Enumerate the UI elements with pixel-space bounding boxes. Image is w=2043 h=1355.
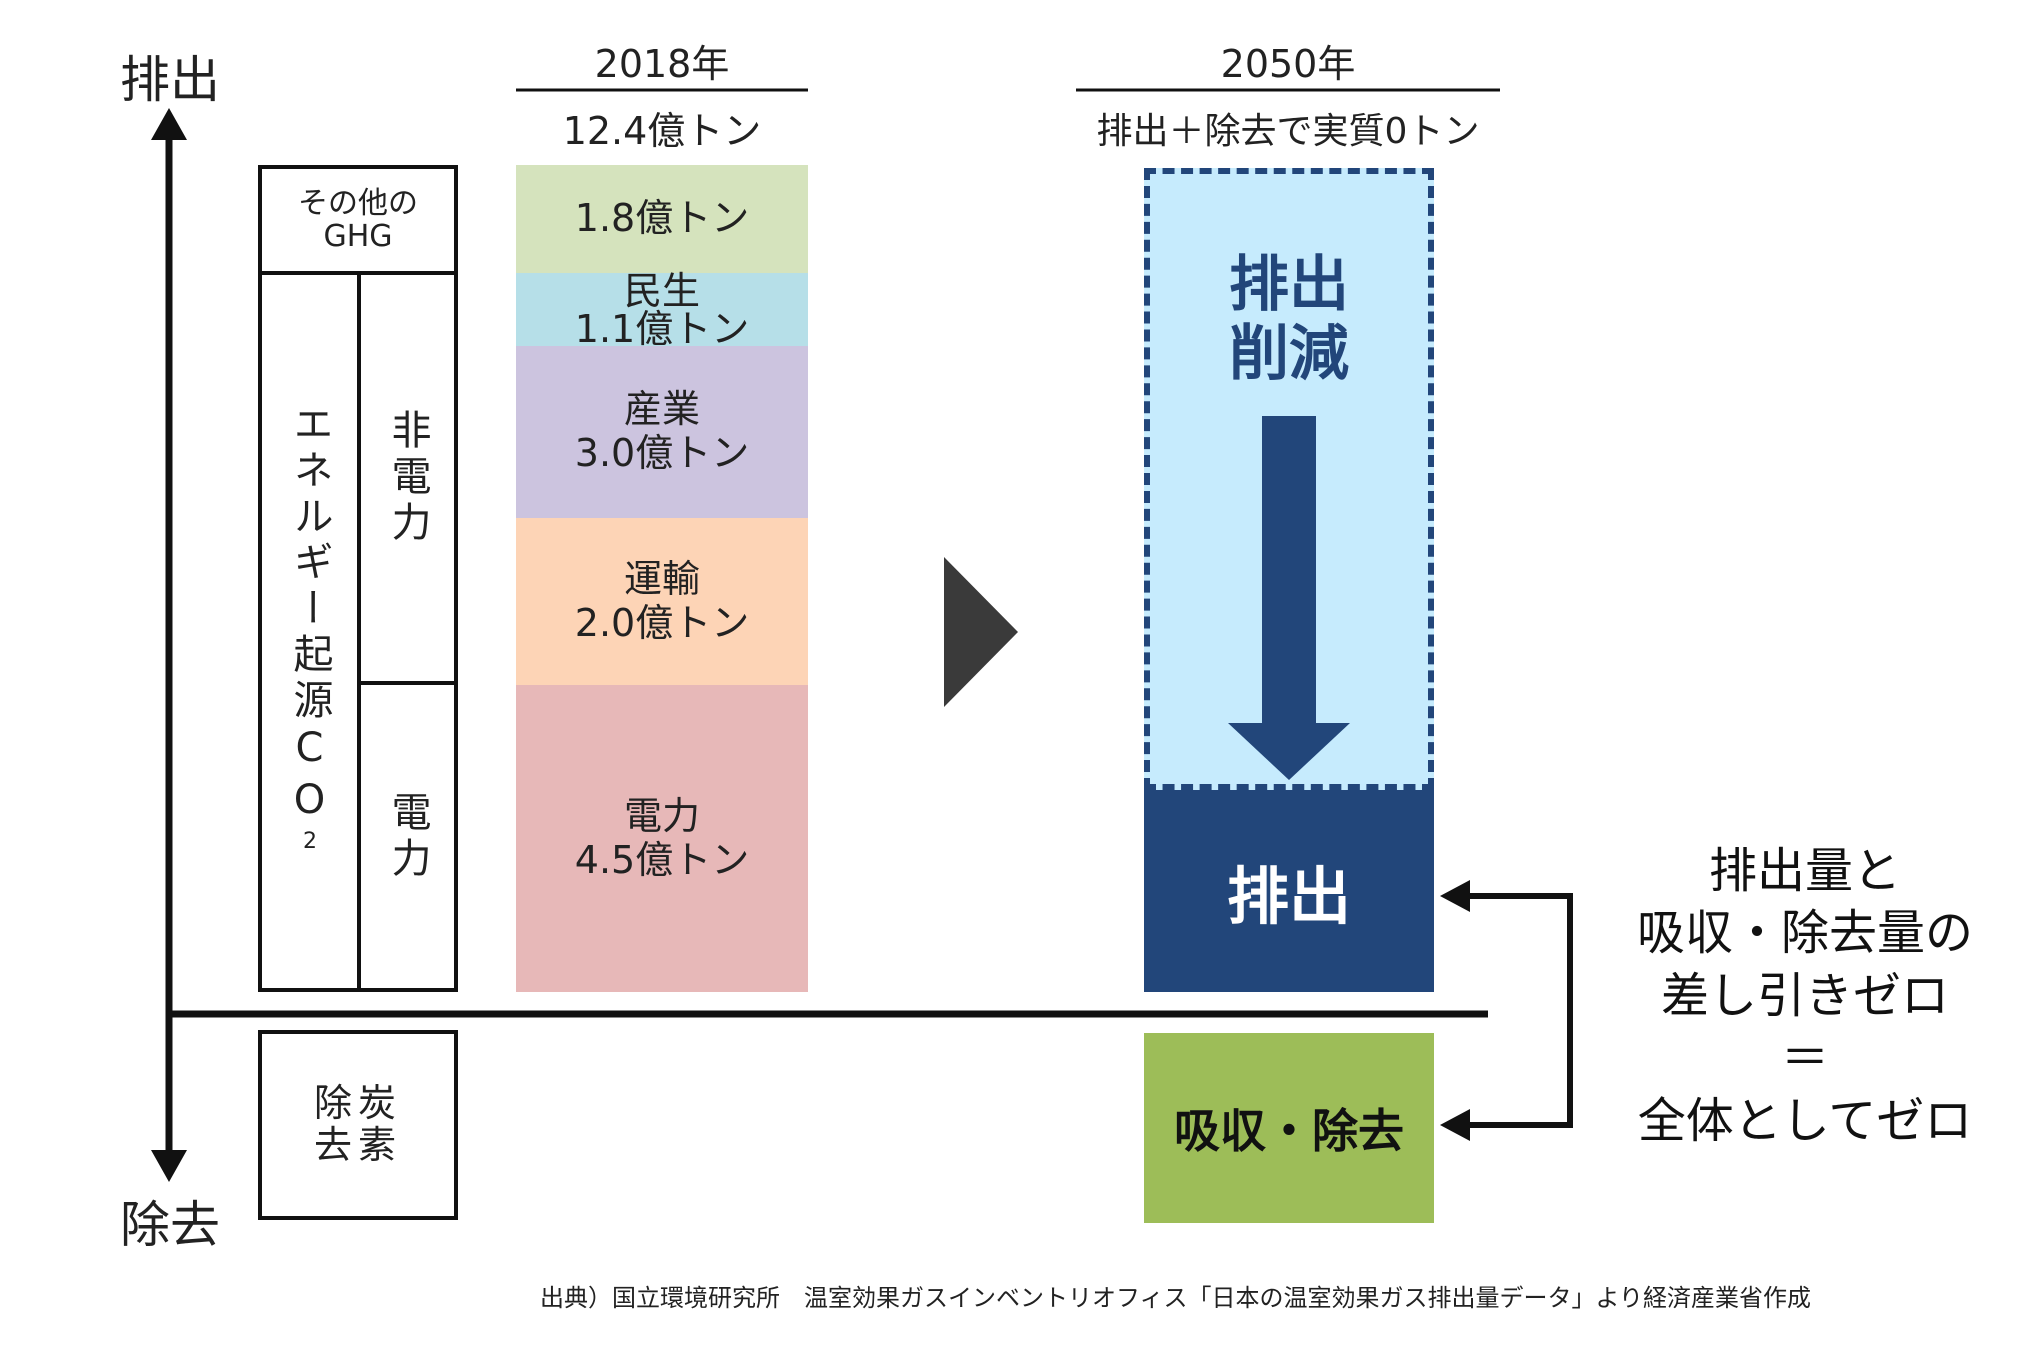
axis-top-label: 排出 [120, 51, 220, 109]
bracket-connector [1463, 893, 1573, 1128]
removal-box: 吸収・除去 [1144, 1033, 1434, 1223]
category-power: 電力 [357, 681, 458, 992]
transition-triangle-icon [944, 557, 1018, 707]
total-2018: 12.4億トン [562, 109, 762, 153]
subtitle-2050: 排出＋除去で実質0トン [1096, 110, 1480, 152]
emission-box: 排出 [1144, 790, 1434, 992]
energy-co2-label: エネルギー起源CO [286, 403, 333, 829]
energy-co2-label-wrap: エネルギー起源CO2 [281, 403, 339, 860]
power-label: 電力 [384, 790, 431, 883]
segment-other-ghg-label: 1.8億トン [574, 196, 750, 241]
axis-down-arrow [151, 1150, 187, 1182]
axis-up-arrow [151, 108, 187, 140]
source-note: 出典）国立環境研究所 温室効果ガスインベントリオフィス「日本の温室効果ガス排出量… [540, 1284, 1812, 1312]
segment-transport-label: 運輸 2.0億トン [574, 556, 750, 645]
bracket-arrow-bottom-icon [1440, 1109, 1470, 1141]
category-non-power: 非電力 [357, 271, 458, 685]
reduction-label: 排出 削減 [1229, 250, 1349, 389]
segment-power-label: 電力 4.5億トン [574, 793, 750, 882]
energy-co2-subscript: 2 [297, 829, 323, 860]
segment-residential-label: 民生 1.1億トン [574, 268, 750, 351]
title-2018: 2018年 [594, 41, 730, 86]
segment-power: 電力 4.5億トン [516, 685, 808, 992]
title-2050: 2050年 [1220, 41, 1356, 86]
category-energy-co2: エネルギー起源CO2 [258, 271, 361, 992]
segment-transport: 運輸 2.0億トン [516, 518, 808, 685]
segment-industry-label: 産業 3.0億トン [574, 387, 750, 475]
reduction-arrow-shaft [1262, 416, 1316, 726]
segment-industry: 産業 3.0億トン [516, 346, 808, 518]
segment-residential: 民生 1.1億トン [516, 268, 808, 351]
reduction-arrow-head-icon [1228, 723, 1350, 780]
segment-other-ghg: 1.8億トン [516, 165, 808, 273]
category-other-ghg: その他の GHG [258, 165, 458, 275]
non-power-label: 非電力 [384, 409, 431, 547]
axis-bottom-label: 除去 [120, 1196, 220, 1254]
category-removal: 除炭 去素 [258, 1030, 458, 1220]
reduction-arrow-layer [1228, 416, 1350, 780]
net-zero-explanation: 排出量と 吸収・除去量の 差し引きゼロ ＝ 全体としてゼロ [1636, 843, 1973, 1149]
bracket-arrow-top-icon [1440, 880, 1470, 912]
